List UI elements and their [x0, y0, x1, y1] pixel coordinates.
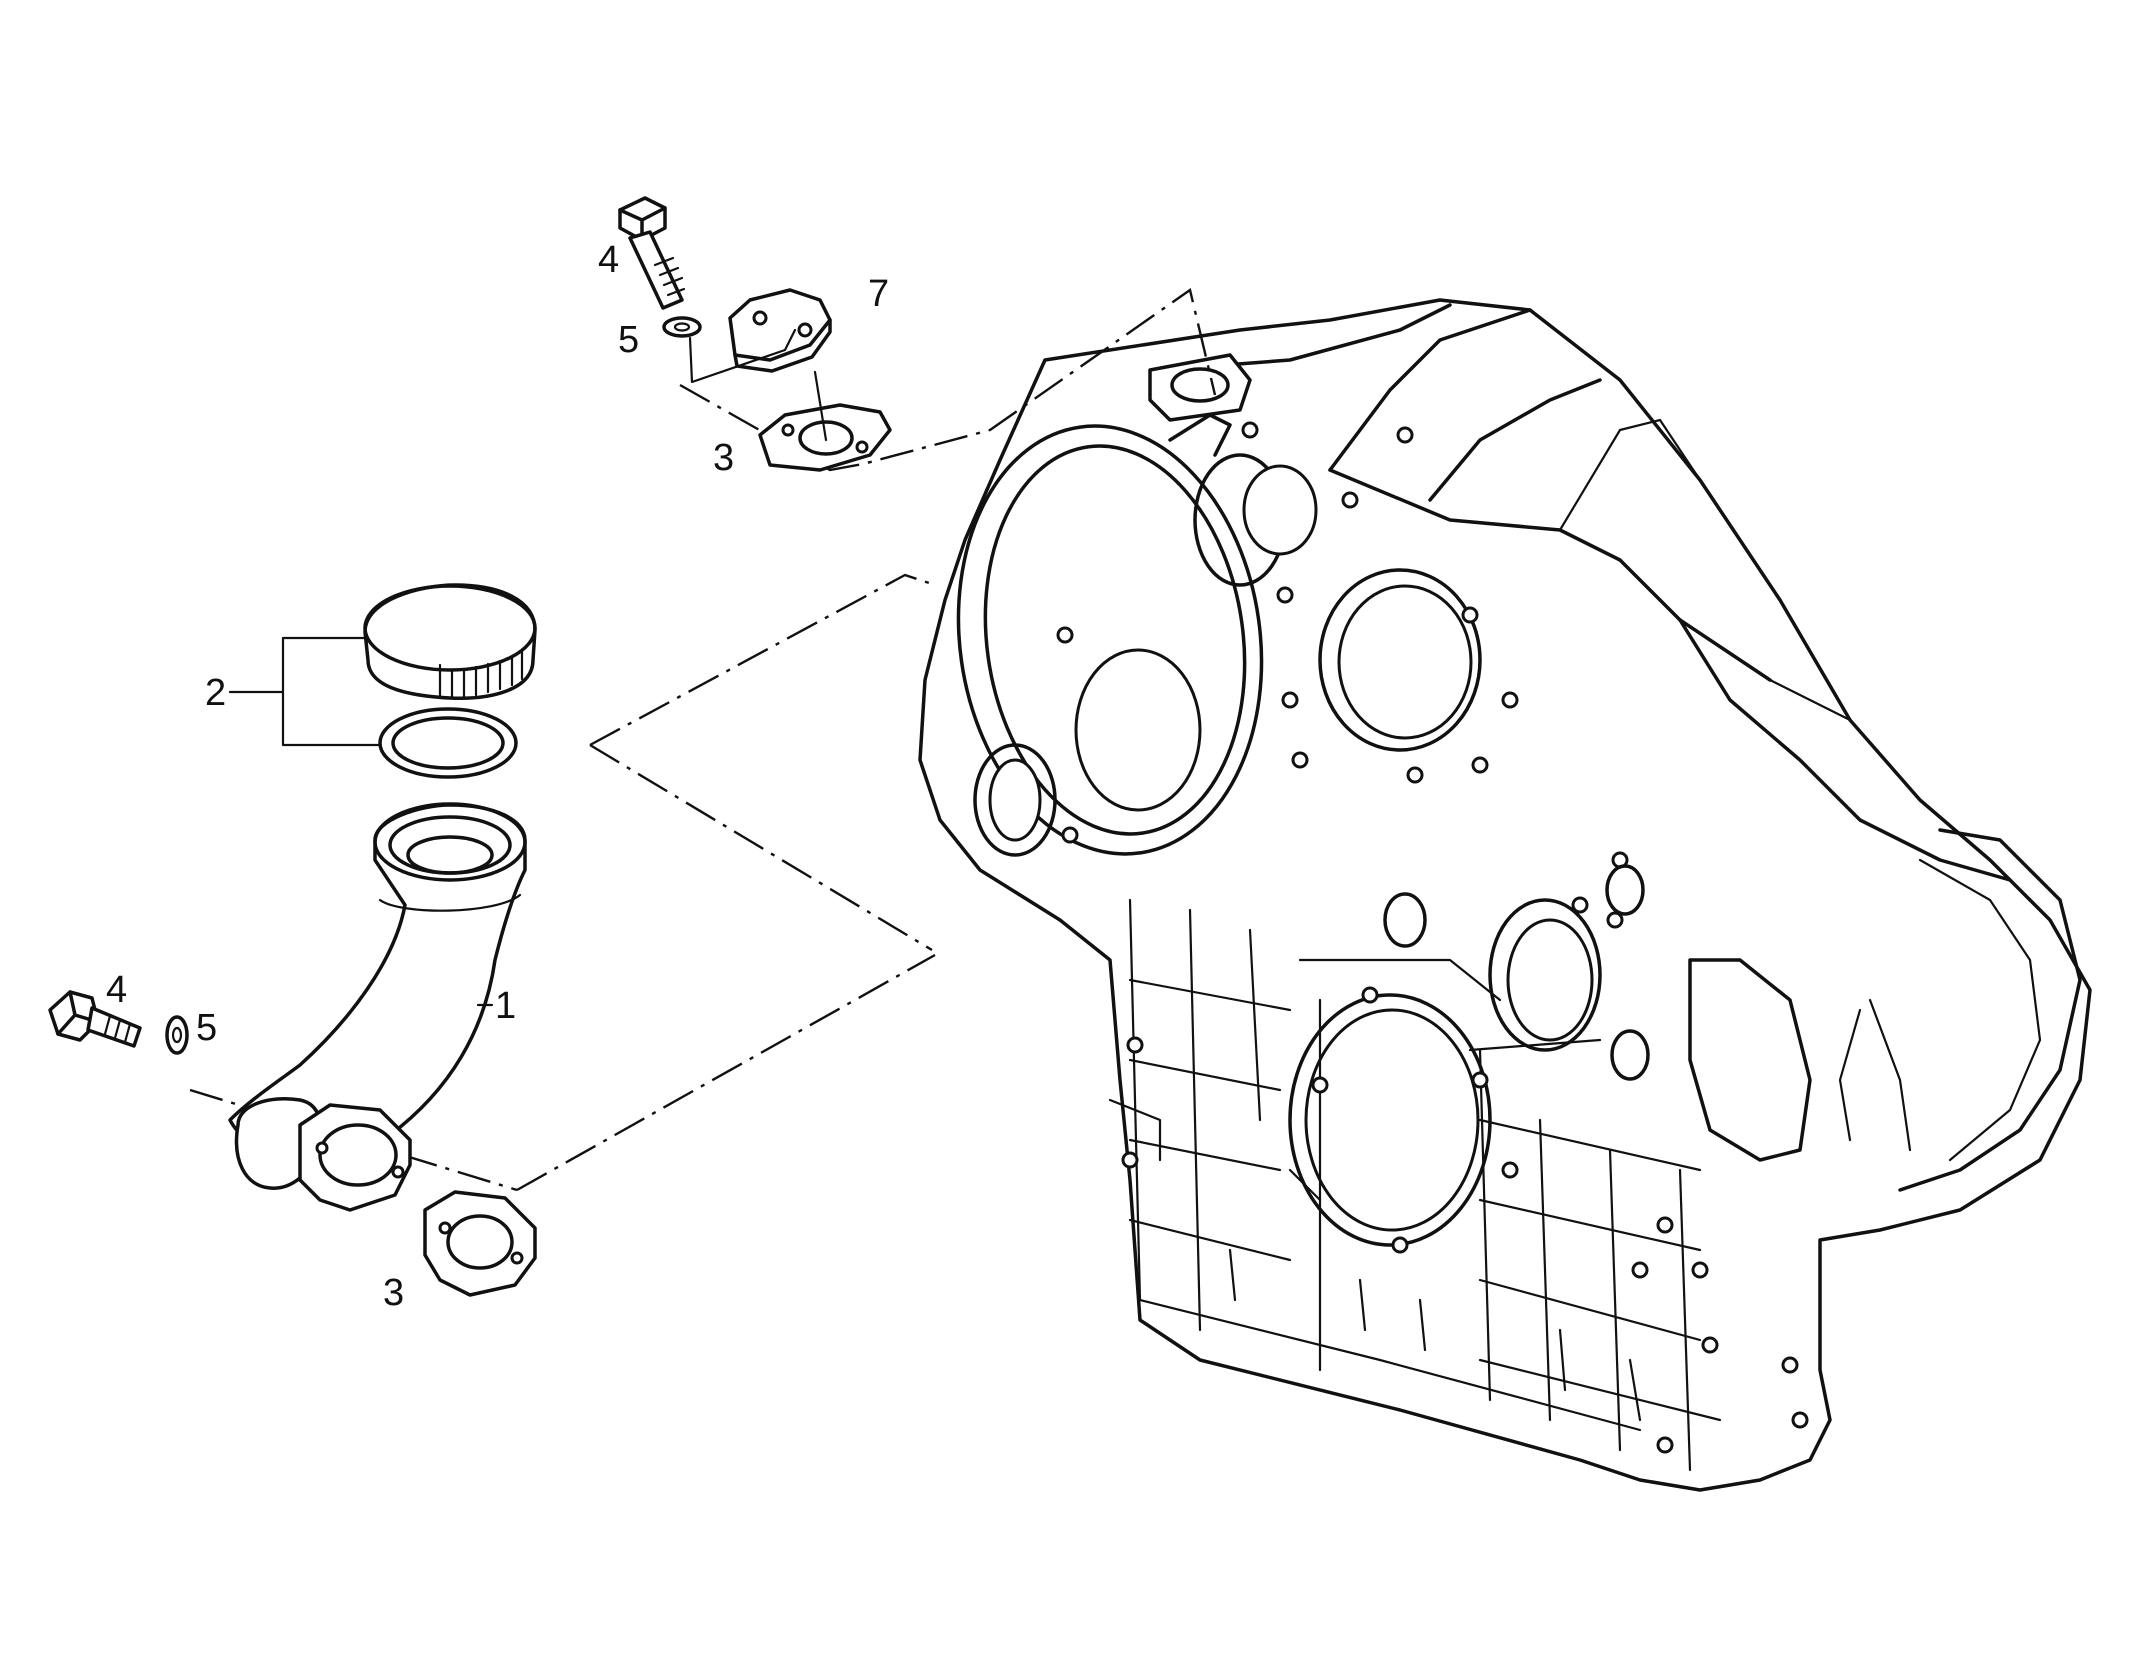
upper-bolt	[618, 196, 686, 310]
callout-bolt-lower: 4	[106, 969, 127, 1011]
lower-gasket	[423, 1190, 537, 1297]
filler-pipe	[228, 802, 527, 1212]
callout-gasket-lower: 3	[383, 1272, 404, 1314]
callout-labels: 1 2 3 3 4 4 5 5 7	[106, 239, 889, 1314]
timing-gear-housing	[918, 298, 2092, 1492]
lower-bolt	[48, 990, 142, 1048]
callout-gasket-upper: 3	[713, 437, 734, 479]
callout-cap-set: 2	[205, 672, 226, 714]
callout-washer-upper: 5	[618, 319, 639, 361]
upper-cover-plate	[728, 288, 832, 373]
upper-cover-assembly	[618, 196, 892, 472]
filler-pipe-assembly	[48, 583, 537, 1297]
callout-pipe: 1	[495, 985, 516, 1027]
callout-cover-plate: 7	[868, 273, 889, 315]
callout-bolt-upper: 4	[598, 239, 619, 281]
upper-washer	[662, 316, 702, 338]
callout-washer-lower: 5	[196, 1007, 217, 1049]
filler-cap	[363, 583, 537, 700]
lower-washer	[165, 1015, 189, 1055]
seal-ring	[378, 707, 518, 779]
